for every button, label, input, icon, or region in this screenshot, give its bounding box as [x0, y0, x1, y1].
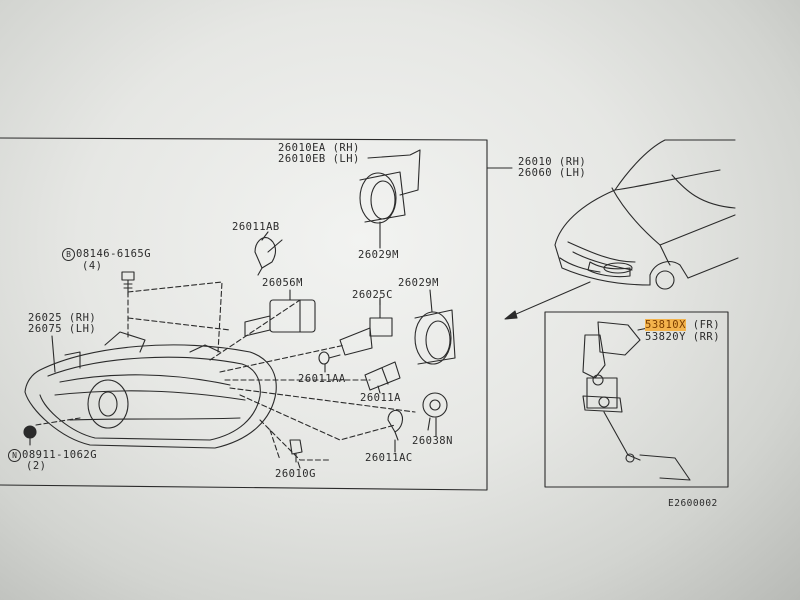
label-nut-qty: (2): [26, 460, 47, 472]
headlamp-assembly: [24, 331, 277, 449]
label-26010eb: 26010EB (LH): [278, 153, 360, 165]
label-bolt-qty: (4): [82, 260, 103, 272]
label-26025: 26025 (RH): [28, 312, 97, 324]
inset-frame: [544, 311, 729, 488]
label-26010: 26010 (RH): [518, 156, 587, 168]
label-26056m: 26056M: [262, 277, 303, 289]
bulb-26011ac: [387, 409, 404, 441]
label-26029m-top: 26029M: [358, 249, 399, 261]
label-26075: 26075 (LH): [28, 323, 97, 335]
bolt-symbol: B: [62, 248, 75, 261]
bulb-26011a: [364, 361, 401, 391]
nut-symbol: N: [8, 449, 21, 462]
nut-code: 08911-1062G: [22, 449, 98, 461]
clip-26010g: [289, 439, 303, 463]
label-26011aa: 26011AA: [298, 373, 346, 385]
car-illustration: [554, 139, 739, 290]
leveling-sensor: [582, 321, 691, 481]
label-26011a: 26011A: [360, 392, 401, 404]
main-frame: [0, 139, 488, 491]
bulb-26025c: [339, 299, 393, 356]
label-53810x-suffix: (FR): [685, 319, 721, 331]
socket-26038n: [422, 392, 448, 431]
ring-26029m-top: [359, 171, 406, 224]
label-26038n: 26038N: [412, 435, 453, 447]
bolt-code: 08146-6165G: [76, 248, 152, 260]
ring-26029m-mid: [414, 309, 456, 365]
socket-26056m: [244, 299, 316, 337]
label-26011ac: 26011AC: [365, 452, 413, 464]
label-26025c: 26025C: [352, 289, 393, 301]
highlighted-part-number: 53810X: [645, 319, 686, 331]
bolt-part: [121, 271, 135, 296]
label-26010ea: 26010EA (RH): [278, 142, 360, 154]
label-leaders: [29, 149, 437, 469]
label-26011ab: 26011AB: [232, 221, 280, 233]
bulb-26011ab: [254, 237, 283, 276]
label-53820y: 53820Y (RR): [645, 331, 721, 343]
diagram-id: E2600002: [668, 498, 718, 509]
label-26060: 26060 (LH): [518, 167, 587, 179]
label-26010g: 26010G: [275, 468, 316, 480]
callout-arrow-head: [504, 310, 518, 320]
main-frame-top: [0, 137, 488, 141]
nut-part: [23, 425, 37, 439]
label-26029m-mid: 26029M: [398, 277, 439, 289]
dashed-leaders: [35, 281, 416, 461]
callout-arrow: [506, 281, 591, 319]
label-53810x: 53810X (FR): [645, 319, 721, 331]
bulb-26011aa: [318, 351, 341, 365]
